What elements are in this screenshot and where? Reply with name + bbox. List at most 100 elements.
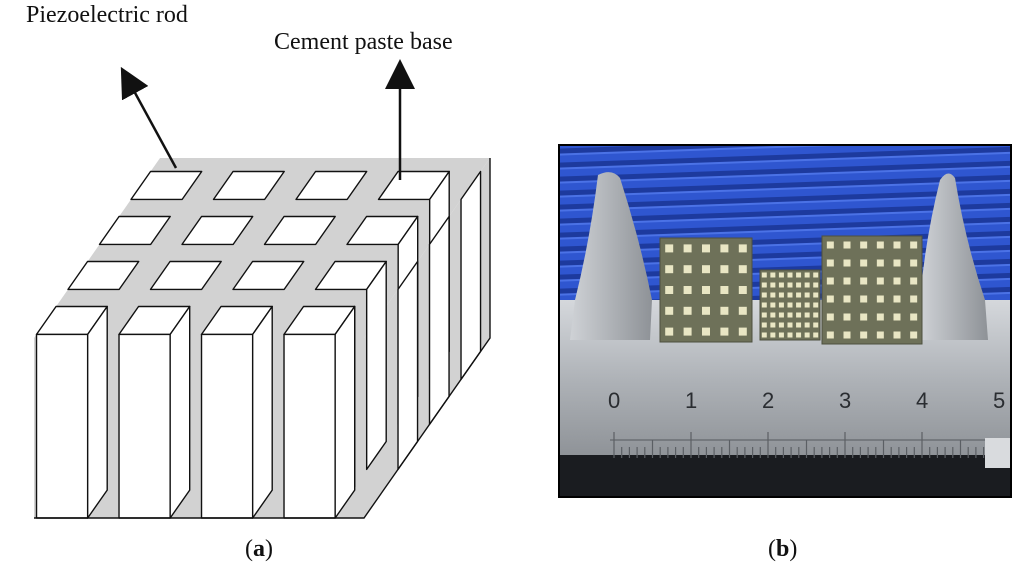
- right-face-rod-strip: [428, 215, 450, 426]
- rod-top-face: [130, 170, 203, 201]
- rod-pointer-arrow: [120, 66, 178, 169]
- sample-rod-dot: [826, 313, 834, 321]
- sample-rod-dot: [761, 322, 767, 328]
- rod-front-face: [118, 333, 171, 519]
- sample-rod-dot: [860, 241, 868, 249]
- sample-rod-dot: [720, 244, 729, 253]
- scale-number: 4: [916, 388, 928, 413]
- rod-top-face: [263, 215, 336, 246]
- sample-rod-dot: [813, 272, 819, 278]
- sample-rod-dot: [876, 259, 884, 267]
- sample-rod-dot: [778, 312, 784, 318]
- piezoelectric-rod-array: [34, 158, 491, 519]
- sample-rod-dot: [804, 322, 810, 328]
- sample-rod-dot: [665, 306, 674, 315]
- sample-rod-dot: [826, 241, 834, 249]
- sample-rod-dot: [665, 327, 674, 336]
- sample-rod-dot: [860, 277, 868, 285]
- sample-rod-dot: [813, 322, 819, 328]
- sample-rod-dot: [665, 265, 674, 274]
- sample-rod-dot: [770, 292, 776, 298]
- sample-6x6: [821, 235, 923, 345]
- sample-rod-dot: [860, 313, 868, 321]
- sample-rod-dot: [778, 322, 784, 328]
- scale-number: 0: [608, 388, 620, 413]
- rod-top-face: [295, 170, 368, 201]
- sample-rod-dot: [796, 282, 802, 288]
- sample-rod-dot: [804, 332, 810, 338]
- sample-rod-dot: [876, 331, 884, 339]
- rod-side-face: [251, 305, 273, 519]
- sample-rod-dot: [702, 286, 710, 294]
- composite-block-diagram: [34, 158, 491, 519]
- vernier-slider-edge: [985, 438, 1010, 468]
- caption-b-close: ): [789, 536, 798, 562]
- rod-side-face: [334, 305, 356, 519]
- right-face-rod-strip: [397, 260, 419, 471]
- sample-rod-dot: [761, 312, 767, 318]
- sample-rod-dot: [826, 331, 834, 339]
- sample-rod-dot: [910, 331, 918, 339]
- sample-rod-dot: [665, 286, 674, 294]
- cement-front-face: [34, 338, 364, 518]
- composite-samples: [659, 235, 923, 345]
- sample-rod-dot: [796, 292, 802, 298]
- sample-rod-dot: [787, 302, 793, 308]
- sample-rod-dot: [843, 295, 851, 303]
- rod-top-face: [98, 215, 171, 246]
- sample-rod-dot: [910, 295, 918, 303]
- sample-rod-dot: [778, 302, 784, 308]
- sample-rod-dot: [770, 322, 776, 328]
- sample-rod-dot: [787, 272, 793, 278]
- sample-rod-dot: [826, 259, 834, 267]
- sample-rod-dot: [826, 295, 834, 303]
- sample-rod-dot: [770, 282, 776, 288]
- sample-rod-dot: [787, 292, 793, 298]
- sample-rod-dot: [770, 302, 776, 308]
- piezoelectric-rod-label: Piezoelectric rod: [26, 2, 188, 28]
- sample-rod-dot: [876, 295, 884, 303]
- caliper-shadow: [560, 455, 1010, 496]
- sample-rod-dot: [738, 265, 747, 274]
- sample-rod-dot: [702, 244, 710, 253]
- sample-rod-dot: [843, 313, 851, 321]
- sample-rod-dot: [761, 292, 767, 298]
- rod-front-face: [200, 333, 254, 519]
- sample-rod-dot: [893, 313, 901, 321]
- sample-rod-dot: [720, 286, 729, 294]
- rod-side-face: [169, 305, 191, 519]
- sample-rod-dot: [893, 331, 901, 339]
- sample-rod-dot: [683, 265, 692, 274]
- sample-rod-dot: [720, 306, 729, 315]
- sample-rod-dot: [804, 292, 810, 298]
- sample-rod-dot: [813, 332, 819, 338]
- caption-a-open: (: [245, 536, 253, 562]
- sample-rod-dot: [761, 282, 767, 288]
- sample-rod-dot: [778, 282, 784, 288]
- rod-top-face: [181, 215, 254, 246]
- sample-rod-dot: [893, 277, 901, 285]
- sample-rod-dot: [683, 306, 692, 315]
- sample-rod-dot: [910, 313, 918, 321]
- rod-top-face: [67, 260, 140, 291]
- sample-rod-dot: [843, 331, 851, 339]
- caption-b-open: (: [768, 536, 776, 562]
- sample-rod-dot: [876, 313, 884, 321]
- cement-right-face: [364, 158, 490, 518]
- scale-number: 5: [993, 388, 1005, 413]
- caption-a: (a): [245, 536, 273, 563]
- sample-rod-dot: [813, 292, 819, 298]
- sample-rod-dot: [778, 272, 784, 278]
- sample-rod-dot: [778, 292, 784, 298]
- sample-rod-dot: [910, 277, 918, 285]
- rod-front-face: [283, 333, 336, 519]
- sample-rod-dot: [796, 312, 802, 318]
- sample-rod-dot: [813, 282, 819, 288]
- left-caliper-jaw: [570, 172, 652, 340]
- caption-b: (b): [768, 536, 797, 563]
- sample-rod-dot: [761, 302, 767, 308]
- sample-rod-dot: [683, 286, 692, 294]
- sample-rod-dot: [860, 331, 868, 339]
